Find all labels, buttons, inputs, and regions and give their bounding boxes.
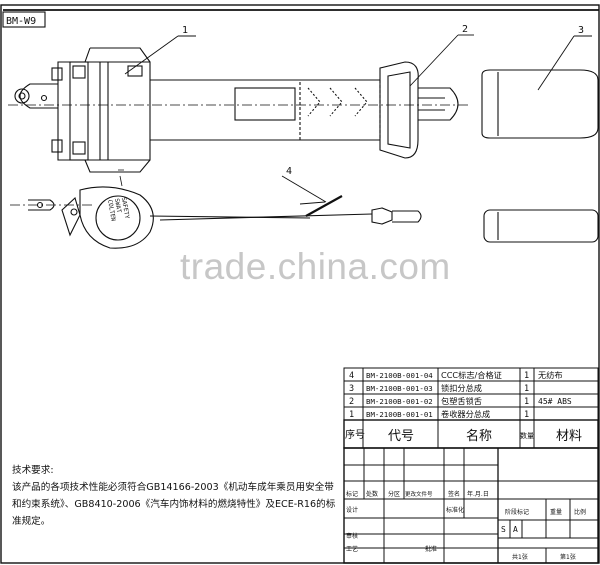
- bom-row-3-qty: 1: [524, 384, 529, 394]
- tb-review: 审核: [346, 532, 358, 540]
- tb-mark: 标记: [346, 490, 358, 498]
- balloon-2: 2: [462, 24, 468, 35]
- bom-row-4-name: CCC标志/合格证: [441, 370, 502, 380]
- technical-notes: 技术要求: 该产品的各项技术性能必须符合GB14166-2003《机动车成年乘员…: [12, 462, 337, 530]
- retractor-label: COLTEN SWAT SAFETY: [106, 197, 131, 222]
- tb-sheet: 第1张: [560, 553, 576, 561]
- svg-text:COLTEN: COLTEN: [106, 199, 117, 222]
- watermark: trade.china.com: [180, 246, 451, 287]
- notes-line-2: 和约束系统》、GB8410-2006《汽车内饰材料的燃烧特性》及ECE-R16的…: [12, 499, 336, 510]
- tb-stage-value: S: [501, 525, 506, 534]
- svg-text:SWAT: SWAT: [113, 198, 122, 214]
- bom-row-3-name: 锁扣分总成: [441, 383, 482, 393]
- drawing-code: BM-W9: [6, 16, 36, 27]
- bom-row-1-name: 卷收器分总成: [441, 409, 490, 419]
- bom-header-name: 名称: [466, 428, 492, 444]
- drawing-code-box: [2, 11, 46, 28]
- bom-row-1-qty: 1: [524, 410, 529, 420]
- tb-count: 处数: [366, 490, 378, 498]
- retractor-top-view: [8, 47, 470, 173]
- bom-row-1-code: BM-2100B-001-01: [366, 410, 433, 419]
- title-block: [343, 447, 599, 564]
- tb-stage: 阶段标记: [505, 508, 529, 516]
- notes-title: 技术要求:: [12, 465, 54, 476]
- tb-sheets: 共1张: [512, 553, 528, 561]
- bom-row-2-no: 2: [349, 397, 354, 407]
- balloon-4: 4: [286, 166, 292, 177]
- tb-zone: 分区: [388, 490, 400, 498]
- svg-text:SAFETY: SAFETY: [120, 197, 131, 220]
- bom-row-3-code: BM-2100B-001-03: [366, 384, 433, 393]
- tb-doc: 更改文件号: [405, 490, 433, 498]
- tb-approve: 批准: [425, 545, 437, 553]
- buckle-top-view: [481, 69, 599, 243]
- tb-design: 设计: [346, 506, 358, 514]
- retractor-side-view: [10, 169, 311, 249]
- balloon-3: 3: [578, 25, 584, 36]
- bom-header-qty: 数量: [520, 431, 534, 440]
- bom-row-2-qty: 1: [524, 397, 529, 407]
- leader-lines: [124, 34, 592, 217]
- bom-row-4-code: BM-2100B-001-04: [366, 371, 433, 380]
- tb-scale: 比例: [574, 508, 586, 516]
- buckle-side-view: [483, 209, 599, 243]
- webbing-side-view: [159, 207, 422, 225]
- tb-date: 年.月.日: [467, 490, 489, 498]
- bom-header-material: 材料: [556, 429, 582, 444]
- tongue-top-view: [379, 61, 459, 159]
- balloon-1: 1: [182, 25, 188, 36]
- tb-sign: 签名: [448, 490, 460, 498]
- bom-row-2-code: BM-2100B-001-02: [366, 397, 433, 406]
- bom-row-3-no: 3: [349, 384, 354, 394]
- bom-row-2-material: 45# ABS: [538, 397, 572, 406]
- bom-header-no: 序号: [345, 428, 365, 441]
- tb-process: 工艺: [346, 545, 358, 553]
- bom-row-2-name: 包塑舌锁舌: [441, 396, 482, 406]
- tb-standard: 标准化: [446, 506, 464, 514]
- notes-line-1: 该产品的各项技术性能必须符合GB14166-2003《机动车成年乘员用安全带: [12, 482, 334, 493]
- bom-row-4-qty: 1: [524, 371, 529, 381]
- bom-header-code: 代号: [388, 429, 414, 444]
- bom-row-4-no: 4: [349, 371, 354, 381]
- bom-table: [343, 367, 599, 449]
- bom-row-4-material: 无纺布: [538, 370, 563, 380]
- bom-row-1-no: 1: [349, 410, 354, 420]
- tb-weight: 重量: [550, 508, 562, 516]
- notes-line-3: 准规定。: [12, 516, 51, 527]
- tb-stage-value-2: A: [513, 525, 518, 534]
